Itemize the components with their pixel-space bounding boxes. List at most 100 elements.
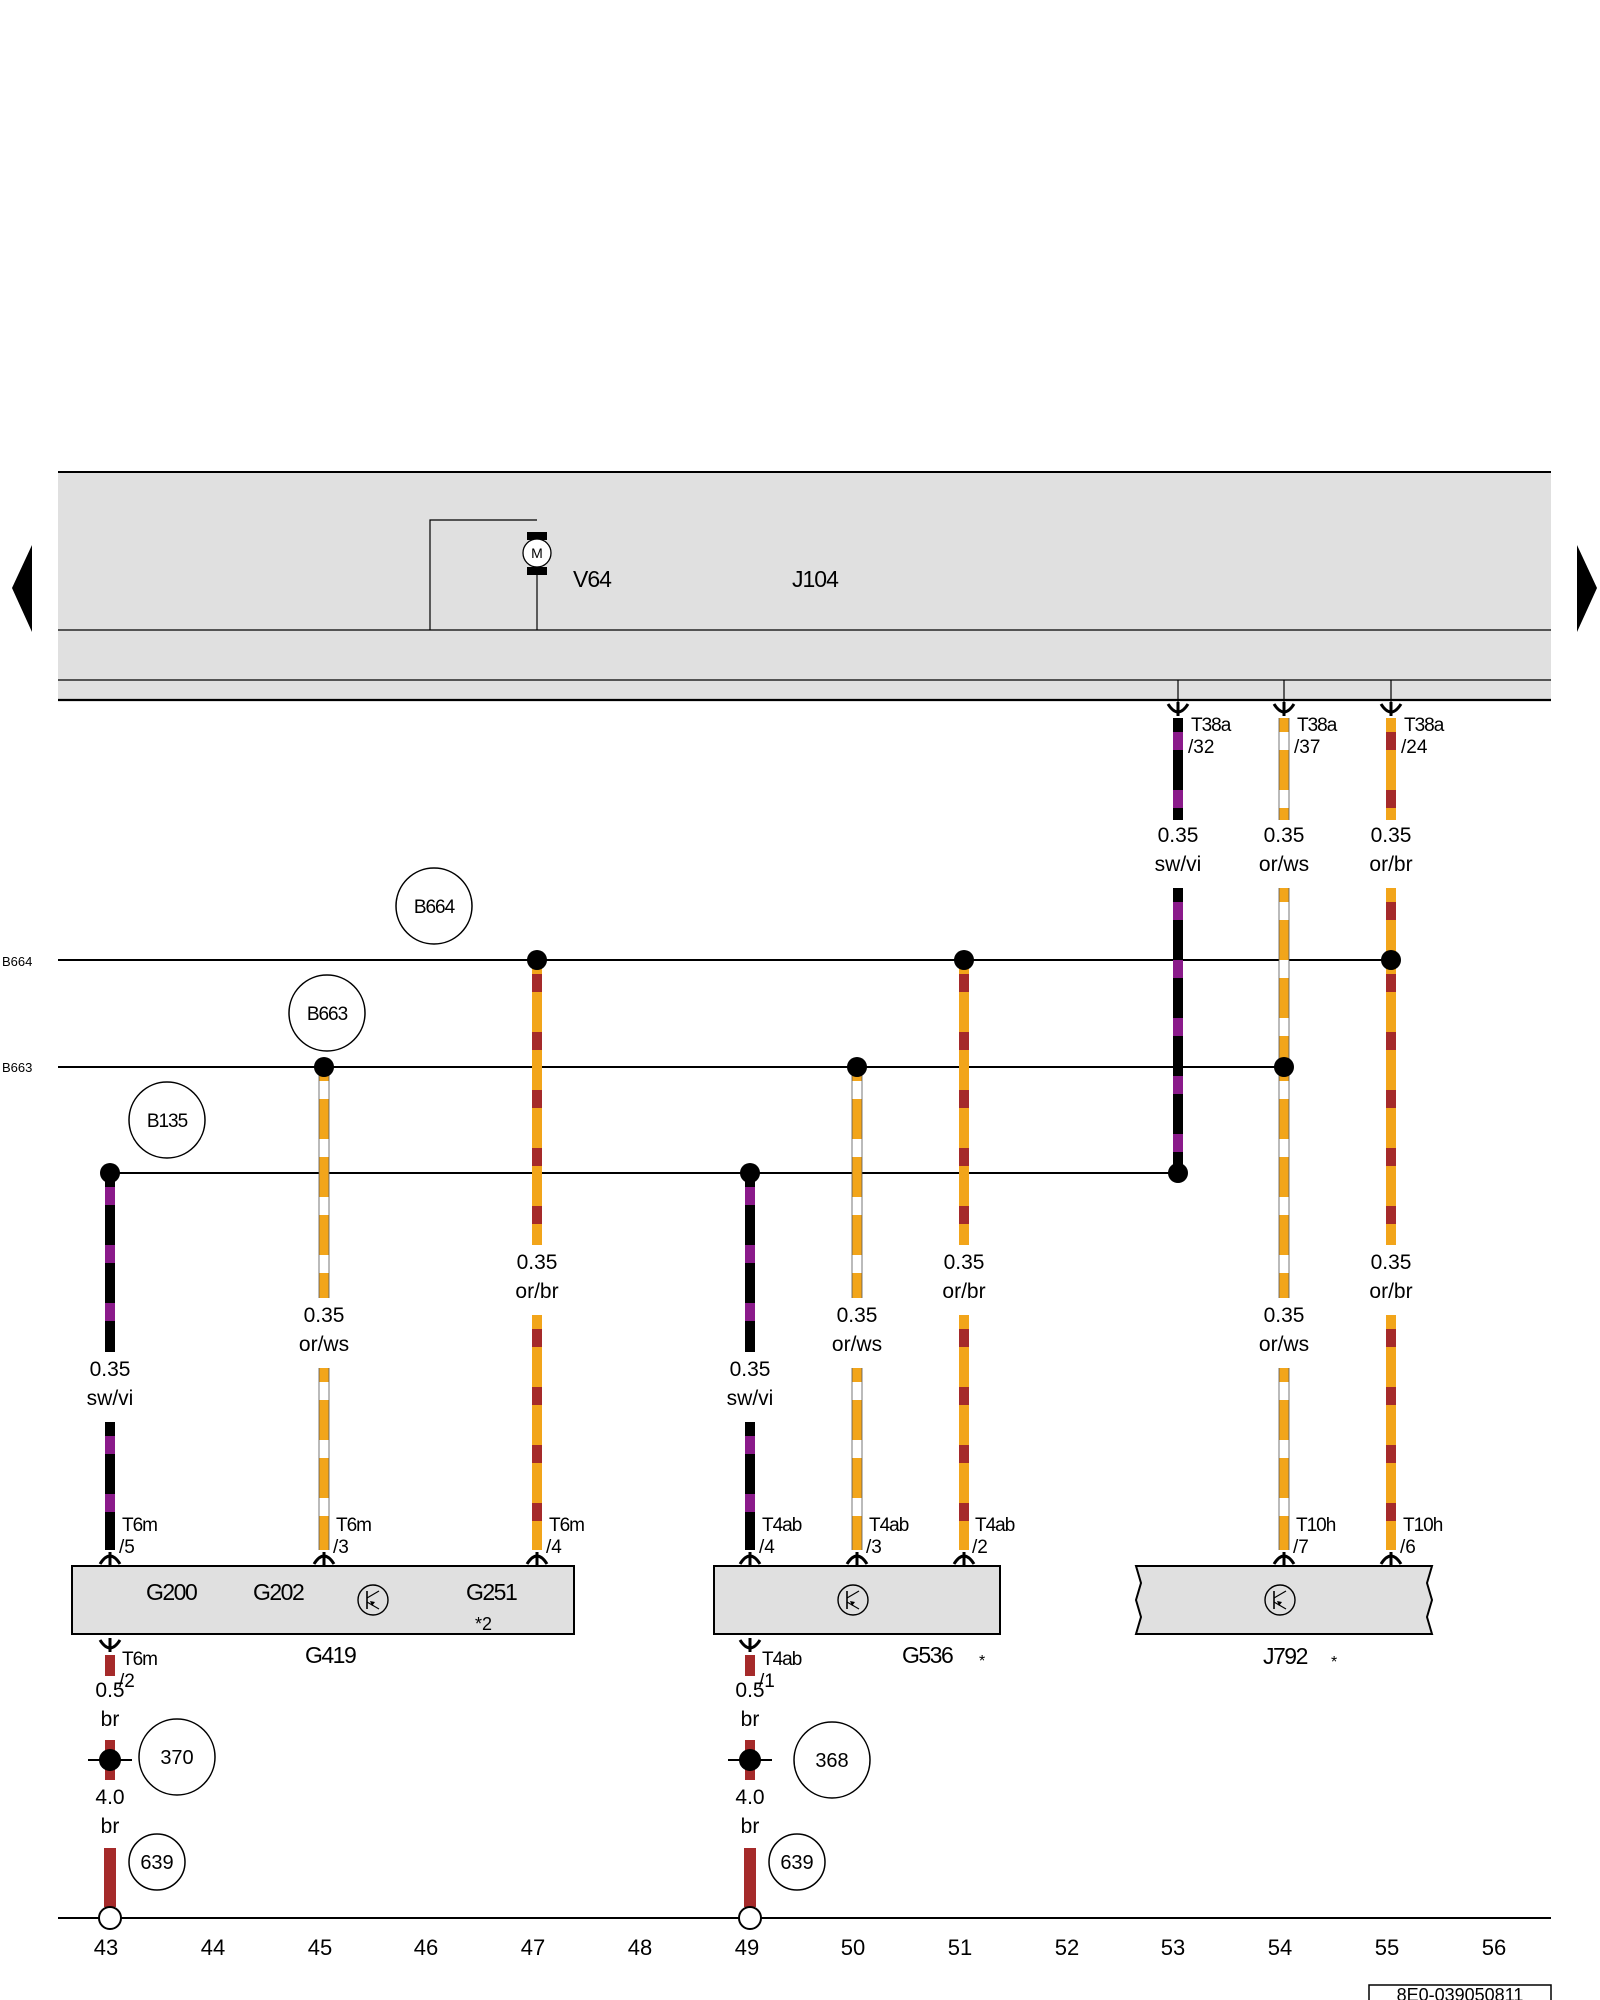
ground-wire-gauge: 4.0 xyxy=(95,1786,124,1809)
connector-t4ab-4-label: T4ab xyxy=(762,1515,802,1536)
wire-label-gauge: 0.35 xyxy=(1264,824,1305,847)
track-number: 48 xyxy=(628,1935,652,1960)
ground-wire-gauge: 0.5 xyxy=(95,1679,124,1702)
track-number: 52 xyxy=(1055,1935,1079,1960)
previous-page-arrow[interactable] xyxy=(12,545,32,632)
ground-point-bubble xyxy=(128,1833,186,1891)
junction-dot xyxy=(527,950,547,970)
wire-label-color: or/br xyxy=(942,1280,985,1303)
ground-splice-bubble xyxy=(793,1721,871,1799)
wire-label-gauge: 0.35 xyxy=(1371,1251,1412,1274)
wire-label-color: or/br xyxy=(1369,853,1412,876)
connector-t4ab-4-pin: /4 xyxy=(759,1537,775,1558)
motor-terminal-bottom xyxy=(527,567,547,575)
connector-t6m-5-pin: /5 xyxy=(119,1537,135,1558)
connector-t38a-24-pin: /24 xyxy=(1401,737,1428,758)
connector-t38a-24-label: T38a xyxy=(1404,715,1445,736)
wire-label-gauge: 0.35 xyxy=(837,1304,878,1327)
junction-dot xyxy=(100,1163,120,1183)
wire-label-color: or/ws xyxy=(299,1333,349,1356)
sensor-group-box xyxy=(71,1565,575,1635)
connector-t10h-6-pin: /6 xyxy=(1400,1537,1416,1558)
junction-dot xyxy=(847,1057,867,1077)
sensor-g536-note: * xyxy=(979,1653,985,1670)
wire-label-gauge: 0.35 xyxy=(944,1251,985,1274)
wire-label-color: or/br xyxy=(1369,1280,1412,1303)
motor-symbol xyxy=(522,538,552,568)
track-number: 46 xyxy=(414,1935,438,1960)
transistor-icon xyxy=(1264,1584,1296,1616)
connector-terminals xyxy=(98,702,1403,1652)
ground-point-label: 639 xyxy=(780,1852,813,1874)
connector-t6m-4-pin: /4 xyxy=(546,1537,562,1558)
track-number: 45 xyxy=(308,1935,332,1960)
connector-t4ab-1-pin: /1 xyxy=(759,1671,775,1692)
bus-bubble-b663 xyxy=(288,974,366,1052)
junction-dot xyxy=(954,950,974,970)
control-unit-housing xyxy=(58,472,1551,700)
connector-t6m-4-label: T6m xyxy=(549,1515,584,1536)
ground-point-label: 639 xyxy=(140,1852,173,1874)
wire-label-gauge: 0.35 xyxy=(1264,1304,1305,1327)
motor-circuit-line xyxy=(429,519,537,630)
motor-terminal-top xyxy=(527,532,547,540)
track-number: 44 xyxy=(201,1935,225,1960)
transistor-icon xyxy=(837,1584,869,1616)
wire-segments xyxy=(104,718,1396,1907)
ground-wire-gauge: 0.5 xyxy=(735,1679,764,1702)
bus-edge-label-b663: B663 xyxy=(2,1060,32,1075)
module-j792-label: J792 xyxy=(1263,1643,1308,1669)
connector-t10h-7-label: T10h xyxy=(1296,1515,1336,1536)
connector-t4ab-1-label: T4ab xyxy=(762,1649,802,1670)
next-page-arrow[interactable] xyxy=(1577,545,1597,632)
wire-label-gauge: 0.35 xyxy=(1371,824,1412,847)
ground-splice-bubble xyxy=(138,1718,216,1796)
track-number: 47 xyxy=(521,1935,545,1960)
connector-t38a-32-pin: /32 xyxy=(1188,737,1214,758)
connector-t38a-32-label: T38a xyxy=(1191,715,1232,736)
ground-splice-label: 368 xyxy=(815,1750,848,1772)
sensor-g536-box xyxy=(713,1565,1001,1635)
module-j792-box xyxy=(1134,1565,1434,1635)
wire-label-gauge: 0.35 xyxy=(730,1358,771,1381)
wire-label-color: or/br xyxy=(515,1280,558,1303)
wire-label-color: sw/vi xyxy=(727,1387,774,1410)
connector-t38a-37-pin: /37 xyxy=(1294,737,1320,758)
connector-t6m-2-pin: /2 xyxy=(119,1671,135,1692)
bus-bubble-b664 xyxy=(395,867,473,945)
junction-dot xyxy=(1168,1163,1188,1183)
connector-t6m-3-pin: /3 xyxy=(333,1537,349,1558)
bus-bubble-label-b663: B663 xyxy=(307,1004,348,1025)
sensor-group-label: G419 xyxy=(305,1642,356,1668)
wire-label-gauge: 0.35 xyxy=(517,1251,558,1274)
splice-dot xyxy=(739,1749,761,1771)
sensor-g251-note: *2 xyxy=(475,1614,492,1634)
connector-t10h-6-label: T10h xyxy=(1403,1515,1443,1536)
ground-wire-gauge: 4.0 xyxy=(735,1786,764,1809)
splice-dot xyxy=(99,1749,121,1771)
track-number: 43 xyxy=(94,1935,118,1960)
connector-t4ab-3-label: T4ab xyxy=(869,1515,909,1536)
ground-wire-color: br xyxy=(741,1815,760,1838)
track-number: 56 xyxy=(1482,1935,1506,1960)
junction-dot xyxy=(1381,950,1401,970)
track-number: 51 xyxy=(948,1935,972,1960)
ground-wire-color: br xyxy=(101,1708,120,1731)
motor-symbol-letter: M xyxy=(531,545,543,561)
sensor-g536-label: G536 xyxy=(902,1642,953,1668)
track-number: 50 xyxy=(841,1935,865,1960)
bus-bubble-label-b664: B664 xyxy=(414,897,456,918)
wire-label-gauge: 0.35 xyxy=(90,1358,131,1381)
module-j792-note: * xyxy=(1331,1654,1337,1671)
ground-wire-color: br xyxy=(741,1708,760,1731)
wire-label-gauge: 0.35 xyxy=(1158,824,1199,847)
track-number: 49 xyxy=(735,1935,759,1960)
connector-t4ab-2-pin: /2 xyxy=(972,1537,988,1558)
track-number: 55 xyxy=(1375,1935,1399,1960)
bus-edge-label-b664: B664 xyxy=(2,954,32,969)
connector-t6m-5-label: T6m xyxy=(122,1515,157,1536)
transistor-icon xyxy=(357,1584,389,1616)
wire-label-color: sw/vi xyxy=(1155,853,1202,876)
